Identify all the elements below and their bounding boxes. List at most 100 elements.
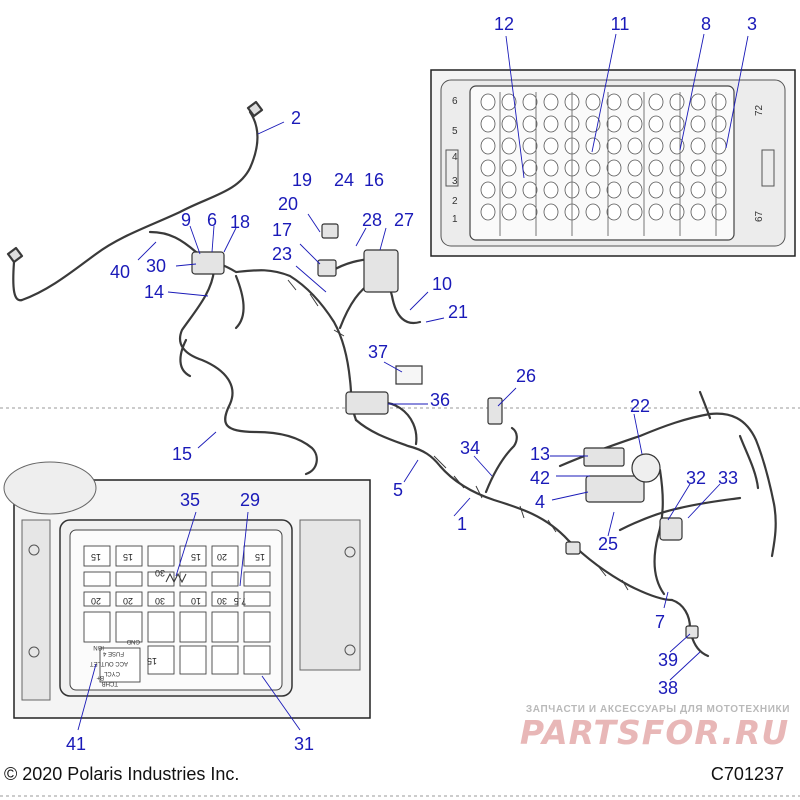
connector-pin-cavity <box>627 137 643 155</box>
fuse-slot <box>179 611 207 643</box>
connector-side-labels-right: 72 67 <box>754 104 765 222</box>
callout-36: 36 <box>430 390 450 410</box>
connector-pin-cavity <box>627 115 643 133</box>
callout-38: 38 <box>658 678 678 698</box>
callout-22: 22 <box>630 396 650 416</box>
connector-pin-cavity <box>627 93 643 111</box>
callout-leaders <box>77 33 749 731</box>
connector-pin-cavity <box>627 181 643 199</box>
callout-labels: 1 2 3 4 5 6 7 8 9 10 11 12 13 14 15 16 1… <box>66 14 757 754</box>
connector-pin-cavity <box>543 203 559 221</box>
callout-27: 27 <box>394 210 414 230</box>
callout-4: 4 <box>535 492 545 512</box>
connector-pin-cavity <box>522 93 538 111</box>
connector-pin-cavity <box>480 137 496 155</box>
connector-pin-cavity <box>711 137 727 155</box>
fuse-rating-label: 30 <box>155 568 165 578</box>
fuse-rating-label: 10 <box>191 596 201 606</box>
connector-pin-cavity <box>690 181 706 199</box>
callout-17: 17 <box>272 220 292 240</box>
connector-30 <box>191 251 225 275</box>
callout-7: 7 <box>655 612 665 632</box>
relay-label: ACC OUTLET <box>90 660 128 666</box>
fuse-slot <box>179 591 207 607</box>
fuse-slot <box>147 591 175 607</box>
callout-34: 34 <box>460 438 480 458</box>
connector-pin-cavity <box>543 159 559 177</box>
connector-pin-cavity <box>711 203 727 221</box>
callout-30: 30 <box>146 256 166 276</box>
callout-10: 10 <box>432 274 452 294</box>
fuse-slot <box>147 645 175 675</box>
grommet-22 <box>631 453 661 483</box>
callout-9: 9 <box>181 210 191 230</box>
connector-pin-cavity <box>522 159 538 177</box>
callout-13: 13 <box>530 444 550 464</box>
fuse-rating-label: 15 <box>123 552 133 562</box>
fuse-slot <box>211 545 239 567</box>
connector-pin-cavity <box>522 115 538 133</box>
callout-33: 33 <box>718 468 738 488</box>
connector-pin-cavity <box>585 181 601 199</box>
pin-row-label: 4 <box>452 152 458 163</box>
pin-range-label: 67 <box>754 210 765 222</box>
connector-pin-cavity <box>690 115 706 133</box>
connector-pin-cavity <box>669 203 685 221</box>
fuse-slot <box>211 645 239 675</box>
watermark: ЗАПЧАСТИ И АКСЕССУАРЫ ДЛЯ МОТОТЕХНИКИ PA… <box>520 704 790 751</box>
connector-pin-cavity <box>522 137 538 155</box>
fuse-rating-label: 30 <box>217 596 227 606</box>
block-36 <box>345 391 389 415</box>
clip-32 <box>659 517 683 541</box>
connector-pin-cavity <box>606 137 622 155</box>
connector-pin-cavity <box>711 181 727 199</box>
bracket-26 <box>487 397 503 425</box>
copyright-text: © 2020 Polaris Industries Inc. <box>4 764 240 784</box>
callout-11: 11 <box>611 14 630 34</box>
module-27 <box>363 249 399 293</box>
connector-pin-cavity <box>480 203 496 221</box>
callout-14: 14 <box>144 282 164 302</box>
connector-pin-cavity <box>501 137 517 155</box>
fuse-slot <box>115 545 143 567</box>
watermark-tagline: ЗАПЧАСТИ И АКСЕССУАРЫ ДЛЯ МОТОТЕХНИКИ <box>525 704 790 715</box>
callout-5: 5 <box>393 480 403 500</box>
callout-41: 41 <box>66 734 86 754</box>
callout-18: 18 <box>230 212 250 232</box>
clip-25-ref <box>565 541 581 555</box>
callout-1: 1 <box>457 514 467 534</box>
connector-pin-cavity <box>711 159 727 177</box>
connector-pin-cavity <box>501 159 517 177</box>
connector-pin-cavity <box>648 203 664 221</box>
connector-inset: 6 5 4 3 2 1 72 67 <box>430 69 796 257</box>
fuse-rating-label: 20 <box>123 596 133 606</box>
connector-pin-cavity <box>522 181 538 199</box>
callout-42: 42 <box>530 468 550 488</box>
connector-block-4 <box>585 475 645 503</box>
fuse-rating-label: 15 <box>191 552 201 562</box>
connector-pin-cavity <box>543 93 559 111</box>
callout-40: 40 <box>110 262 130 282</box>
pin-row-label: 1 <box>452 214 458 225</box>
callout-20: 20 <box>278 194 298 214</box>
pin-row-label: 5 <box>452 126 458 137</box>
fuse-rating-label: 20 <box>217 552 227 562</box>
callout-29: 29 <box>240 490 260 510</box>
connector-pin-cavity <box>480 181 496 199</box>
connector-pin-cavity <box>480 159 496 177</box>
fuse-slot <box>83 591 111 607</box>
connector-pin-cavity <box>648 181 664 199</box>
callout-24: 24 <box>334 170 354 190</box>
connector-pin-cavity <box>648 159 664 177</box>
callout-19: 19 <box>292 170 312 190</box>
harness-loom-ticks <box>287 279 629 591</box>
callout-2: 2 <box>291 108 301 128</box>
fuse-slot <box>115 591 143 607</box>
connector-pin-cavity <box>690 159 706 177</box>
connector-pin-cavity <box>522 203 538 221</box>
callout-25: 25 <box>598 534 618 554</box>
connector-pin-cavity <box>669 93 685 111</box>
connector-42 <box>583 447 625 467</box>
relay-23 <box>317 259 337 277</box>
